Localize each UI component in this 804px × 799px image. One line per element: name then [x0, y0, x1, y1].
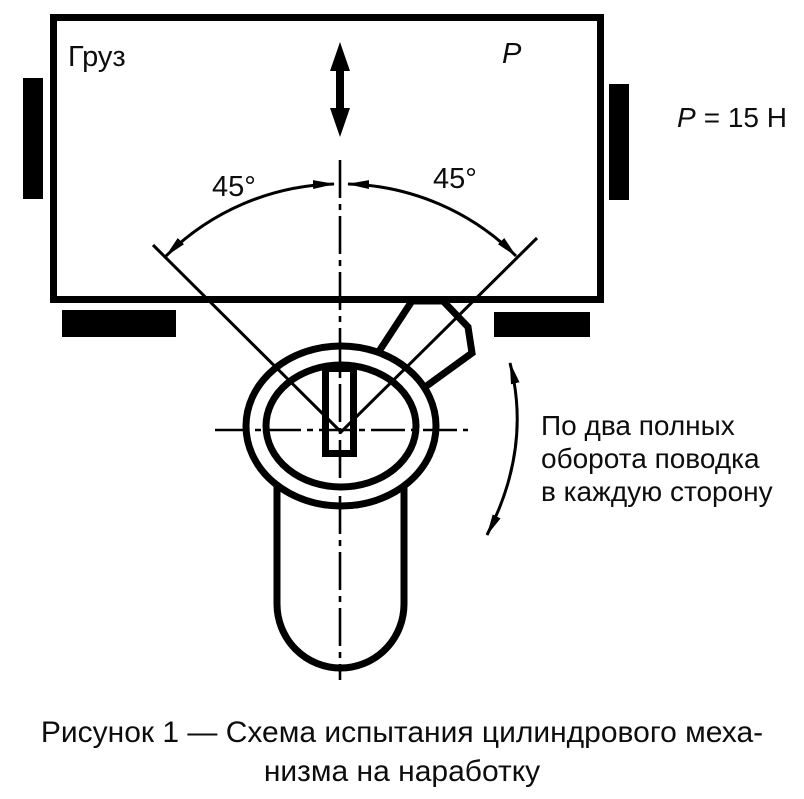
vertical-force-arrow	[330, 42, 350, 137]
left-clamp	[23, 78, 43, 199]
rotation-note: По два полных оборота поводка в каждую с…	[541, 410, 773, 507]
force-value-label: P = 15 Н	[677, 102, 787, 133]
load-label: Груз	[68, 41, 126, 73]
rotation-note-line1: По два полных	[541, 410, 735, 441]
left-angle-arc	[164, 180, 335, 258]
figure-caption-line1: Рисунок 1 — Схема испытания цилиндрового…	[41, 716, 763, 749]
figure-caption-line2: низма на наработку	[264, 755, 540, 788]
force-value-rest: = 15 Н	[704, 102, 787, 133]
right-angle-arc	[347, 180, 518, 258]
force-value-symbol: P	[677, 102, 696, 133]
angle-right-label: 45°	[433, 163, 477, 195]
bottom-right-support	[494, 312, 590, 337]
rotation-note-line2: оборота поводка	[541, 443, 760, 474]
rotation-note-line3: в каждую сторону	[541, 476, 773, 507]
angle-left-label: 45°	[212, 171, 256, 203]
force-label: P	[502, 38, 522, 70]
right-clamp	[609, 84, 629, 200]
bottom-left-support	[62, 310, 176, 337]
figure-caption: Рисунок 1 — Схема испытания цилиндрового…	[41, 716, 763, 788]
rotation-arrow	[485, 362, 520, 536]
